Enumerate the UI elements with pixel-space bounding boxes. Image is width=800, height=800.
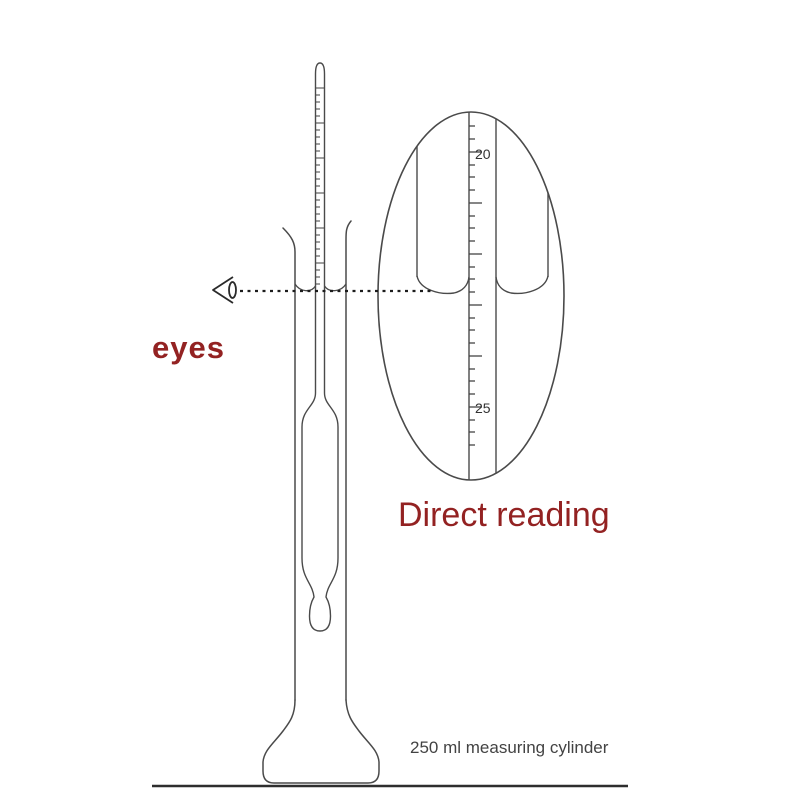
magnified-stem (468, 112, 497, 480)
hydrometer-scale-ticks (316, 87, 324, 285)
eyes-label: eyes (152, 330, 225, 365)
measuring-cylinder (262, 220, 380, 784)
direct-reading-label: Direct reading (398, 496, 610, 534)
cylinder-base (262, 699, 380, 784)
magnified-scale-ticks (469, 125, 482, 446)
eye-icon (212, 276, 237, 304)
magnified-meniscus (416, 275, 549, 295)
scale-value-20: 20 (475, 146, 491, 162)
magnifier-ellipse (377, 111, 565, 481)
magnifier: 20 25 (377, 111, 565, 481)
scale-value-25: 25 (475, 400, 491, 416)
cylinder-caption: 250 ml measuring cylinder (410, 738, 609, 757)
hydrometer (301, 62, 339, 632)
cylinder-right-wall (345, 220, 352, 701)
liquid-meniscus (294, 283, 347, 292)
cylinder-left-wall (282, 227, 296, 701)
hydrometer-body (301, 62, 339, 632)
